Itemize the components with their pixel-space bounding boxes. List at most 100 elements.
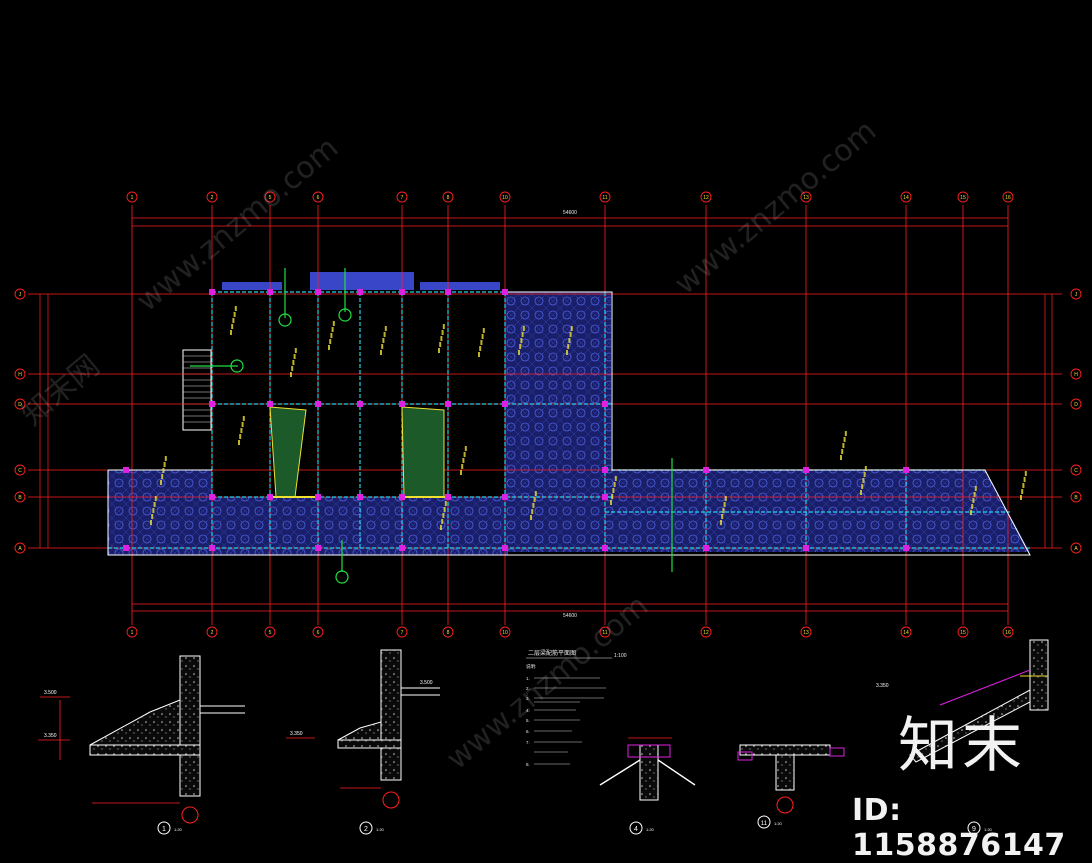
column-marker	[703, 545, 709, 551]
column-marker	[123, 545, 129, 551]
svg-text:13: 13	[803, 630, 809, 636]
plan-scale: 1:100	[614, 653, 627, 659]
annotation-mark	[331, 327, 334, 332]
svg-text:15: 15	[960, 195, 966, 201]
svg-text:11: 11	[761, 821, 768, 827]
annotation-mark	[441, 519, 444, 524]
svg-text:14: 14	[903, 630, 909, 636]
grid-bubble-col: 12	[700, 626, 712, 638]
annotation-mark	[614, 476, 617, 481]
svg-text:1: 1	[131, 195, 134, 201]
grid-bubble-row: C	[14, 464, 26, 476]
annotation-mark	[972, 498, 975, 503]
annotation-mark	[613, 482, 616, 487]
svg-text:1:20: 1:20	[376, 827, 385, 832]
annotation-mark	[532, 503, 535, 508]
wall-wedge-1	[269, 406, 307, 498]
grid-bubble-col: 7	[396, 626, 408, 638]
grid-bubble-col: 13	[800, 626, 812, 638]
annotation-mark	[161, 474, 164, 479]
annotation-mark	[478, 352, 480, 357]
grid-bubble-col: 7	[396, 191, 408, 203]
svg-text:11: 11	[602, 195, 607, 201]
annotation-mark	[1024, 471, 1027, 476]
column-marker	[315, 401, 321, 407]
annotation-mark	[530, 515, 532, 520]
column-marker	[903, 545, 909, 551]
svg-text:6: 6	[317, 630, 320, 636]
detail-section-9: 3.350 9 1:20	[876, 639, 1049, 835]
column-marker	[315, 494, 321, 500]
annotation-mark	[233, 312, 236, 317]
annotation-mark	[440, 336, 443, 341]
grid-bubble-row: D	[14, 398, 26, 410]
column-marker	[803, 545, 809, 551]
brand-logo: 知末	[898, 711, 1026, 781]
column-marker	[357, 401, 363, 407]
annotation-mark	[861, 484, 864, 489]
annotation-mark	[971, 504, 974, 509]
annotation-mark	[612, 488, 615, 493]
annotation-mark	[153, 502, 156, 507]
annotation-mark	[443, 507, 446, 512]
column-marker	[209, 401, 215, 407]
column-marker	[602, 401, 608, 407]
annotation-mark	[238, 440, 240, 445]
grid-bubble-col: 15	[957, 191, 969, 203]
grid-bubble-col: 16	[1002, 626, 1014, 638]
annotation-mark	[842, 443, 845, 448]
svg-text:J: J	[1075, 292, 1078, 298]
annotation-mark	[720, 520, 722, 525]
grid-bubble-row: A	[1070, 542, 1082, 554]
column-marker	[445, 494, 451, 500]
annotation-mark	[569, 332, 572, 337]
annotation-mark	[162, 468, 165, 473]
column-marker	[602, 467, 608, 473]
svg-text:14: 14	[903, 195, 909, 201]
column-marker	[315, 289, 321, 295]
svg-text:2: 2	[211, 630, 214, 636]
annotation-mark	[1022, 483, 1025, 488]
grid-bubble-col: 16	[1002, 191, 1014, 203]
grid-bubble-row: B	[1070, 491, 1082, 503]
annotation-mark	[234, 306, 237, 311]
annotation-mark	[383, 332, 386, 337]
column-marker	[445, 401, 451, 407]
annotation-mark	[970, 510, 972, 515]
svg-text:B: B	[1074, 495, 1078, 501]
grid-bubble-col: 11	[599, 626, 611, 638]
column-markers	[123, 289, 909, 551]
overall-dim-bottom: 54600	[563, 613, 577, 619]
column-marker	[399, 401, 405, 407]
svg-text:2: 2	[364, 826, 368, 833]
column-marker	[803, 467, 809, 473]
column-marker	[399, 545, 405, 551]
svg-text:H: H	[18, 372, 22, 378]
annotation-mark	[522, 326, 525, 331]
grid-bubble-col: 14	[900, 191, 912, 203]
column-marker	[399, 289, 405, 295]
annotation-mark	[568, 338, 571, 343]
annotation-mark	[531, 509, 534, 514]
column-marker	[267, 289, 273, 295]
svg-text:7: 7	[401, 195, 404, 201]
annotation-mark	[154, 496, 157, 501]
annotation-mark	[381, 344, 384, 349]
annotation-mark	[862, 478, 865, 483]
svg-text:B: B	[18, 495, 22, 501]
grid-bubble-row: H	[1070, 368, 1082, 380]
svg-text:13: 13	[803, 195, 809, 201]
column-marker	[602, 494, 608, 500]
column-marker	[357, 289, 363, 295]
svg-text:11: 11	[602, 630, 607, 636]
svg-text:2: 2	[211, 195, 214, 201]
grid-bubble-col: 15	[957, 626, 969, 638]
svg-text:5: 5	[269, 630, 272, 636]
annotation-mark	[332, 321, 335, 326]
annotation-mark	[1020, 495, 1022, 500]
svg-text:8: 8	[447, 630, 450, 636]
annotation-mark	[442, 324, 445, 329]
annotation-mark	[863, 472, 866, 477]
